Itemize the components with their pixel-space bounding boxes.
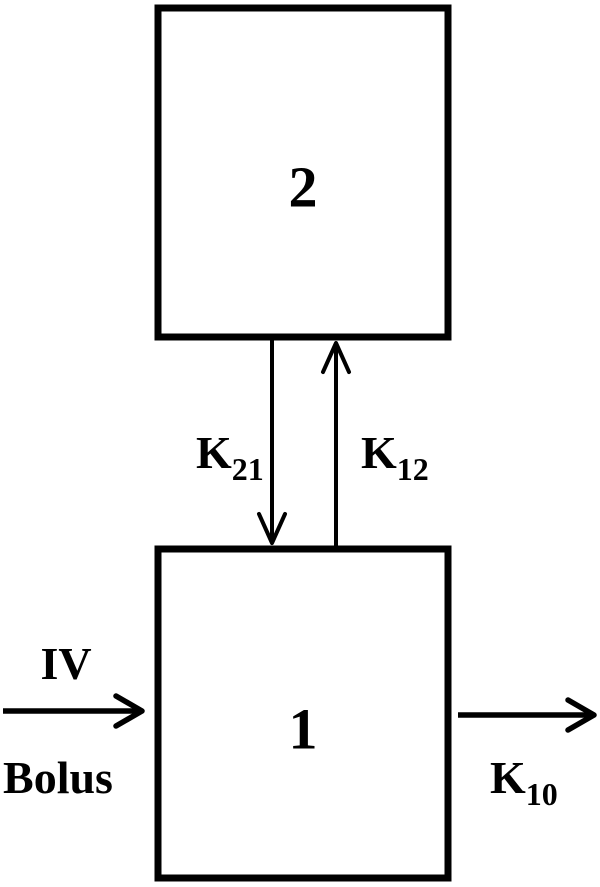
k12-label: K12 — [361, 427, 429, 487]
k12-label-base: K — [361, 427, 397, 478]
compartment-1-label: 1 — [289, 696, 318, 761]
k12-arrowhead — [321, 341, 351, 374]
compartment-2: 2 — [154, 4, 452, 341]
k10-label-base: K — [490, 752, 526, 803]
k21-label-subscript: 21 — [232, 451, 264, 487]
k21-arrow — [257, 340, 287, 545]
k10-label-subscript: 10 — [526, 776, 558, 812]
iv-arrowhead — [113, 693, 145, 729]
k21-arrowhead — [257, 512, 287, 545]
bolus-label: Bolus — [3, 752, 113, 803]
k12-label-subscript: 12 — [397, 451, 429, 487]
k21-label-base: K — [196, 427, 232, 478]
iv-label: IV — [40, 638, 91, 689]
compartment-2-box — [154, 4, 452, 341]
k10-label: K10 — [490, 752, 558, 812]
k12-arrow — [321, 341, 351, 546]
compartment-2-label: 2 — [289, 154, 318, 219]
compartment-1-box — [154, 545, 452, 882]
k10-arrowhead — [565, 697, 597, 733]
k10-output-arrow — [458, 697, 597, 733]
k21-label: K21 — [196, 427, 264, 487]
iv-bolus-input-arrow — [3, 693, 145, 729]
compartment-1: 1 — [154, 545, 452, 882]
